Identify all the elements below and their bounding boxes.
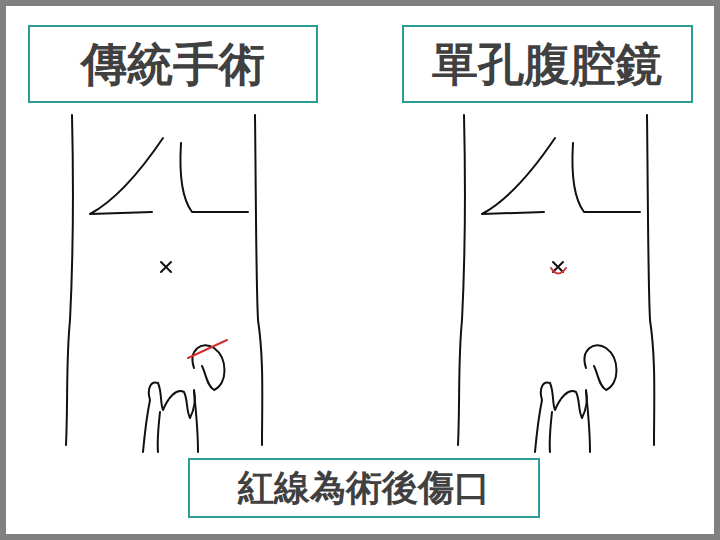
box-label: 傳統手術: [81, 39, 265, 90]
incision-line: [551, 268, 566, 274]
box-label: 紅線為術後傷口: [238, 468, 490, 508]
incision-line: [188, 340, 227, 358]
torso-figure: [66, 115, 262, 452]
title-box: 單孔腹腔鏡: [402, 25, 693, 103]
torso-figure: [458, 115, 654, 452]
title-box: 紅線為術後傷口: [188, 458, 540, 518]
frame: [3, 3, 717, 537]
box-label: 單孔腹腔鏡: [432, 39, 662, 90]
title-box: 傳統手術: [28, 25, 318, 103]
